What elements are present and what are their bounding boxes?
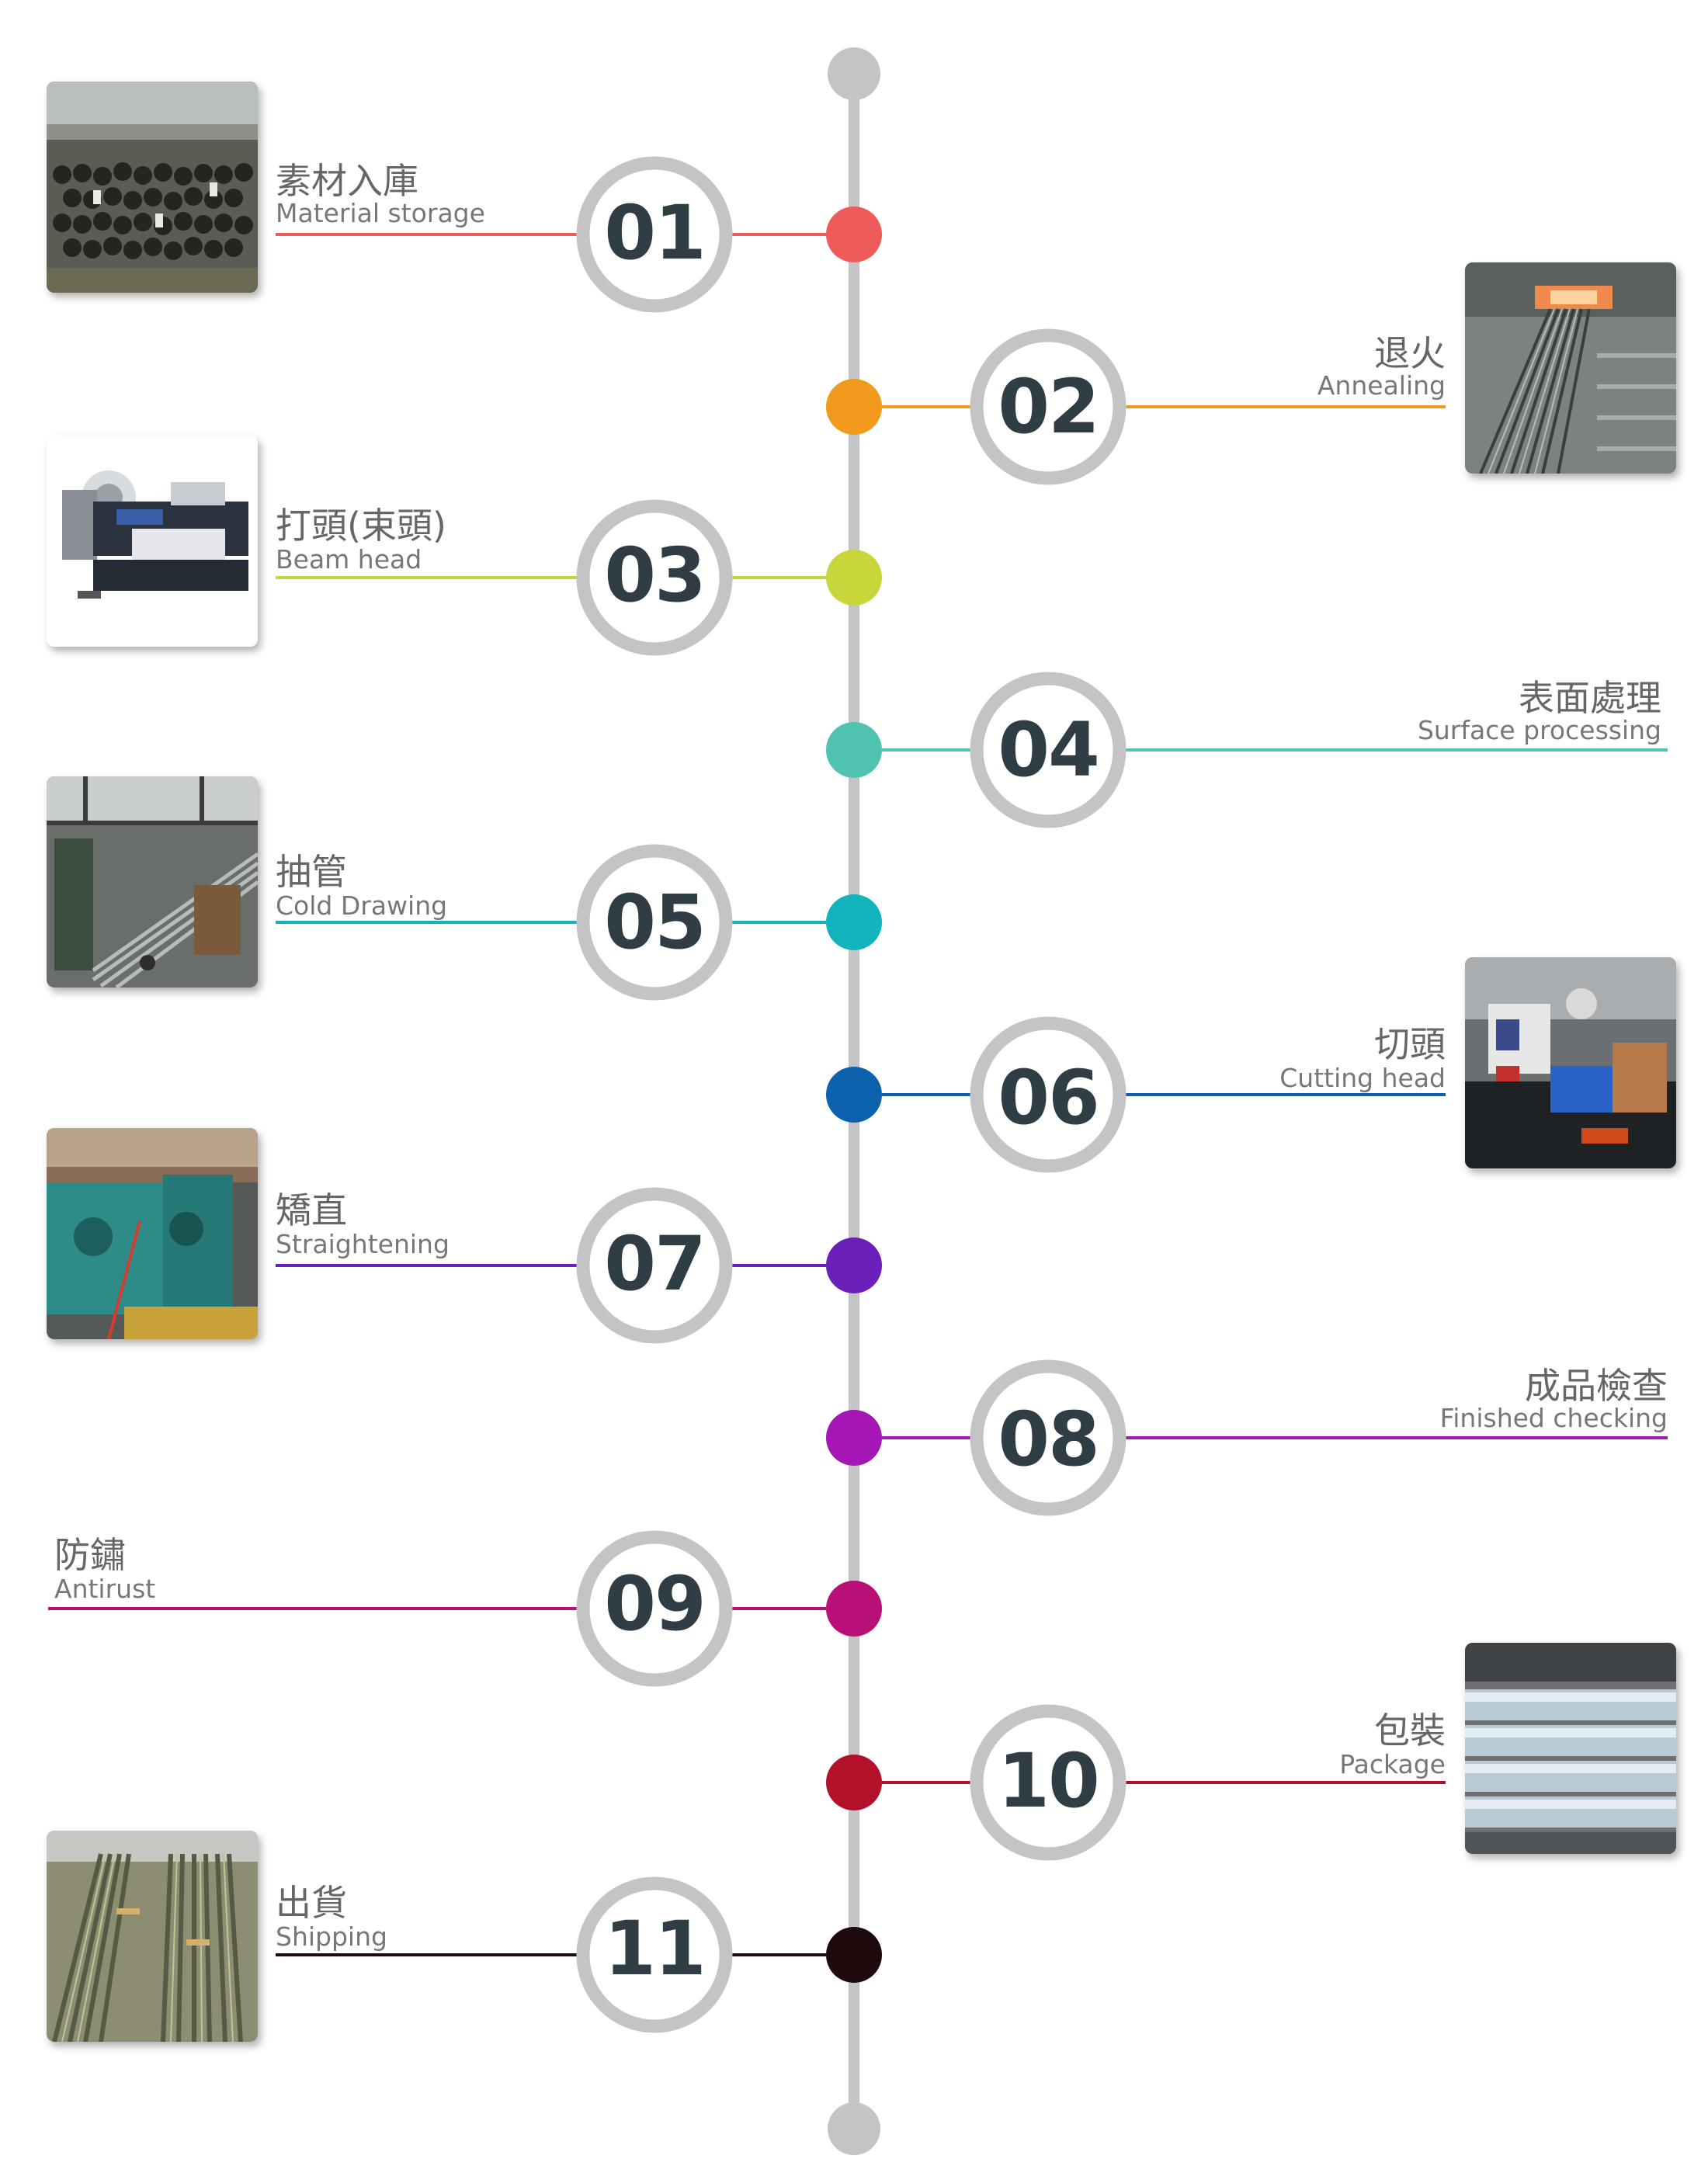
step-01-number: 01 (604, 189, 706, 276)
cold-drawing-photo (47, 776, 258, 988)
step-06-title-zh: 切頭 (1374, 1023, 1446, 1065)
straightening-machine-photo (47, 1128, 258, 1339)
step-03-title-zh: 打頭(束頭) (276, 505, 446, 547)
photo-step-07 (47, 1128, 258, 1339)
step-ring-09 (576, 1530, 733, 1687)
step-dot-10 (826, 1755, 882, 1810)
step-07-title-en: Straightening (276, 1229, 450, 1259)
step-dot-02 (826, 379, 882, 435)
step-dot-08 (826, 1410, 882, 1466)
step-dot-06 (826, 1067, 882, 1123)
step-04-number: 04 (998, 706, 1100, 793)
step-dot-04 (826, 722, 882, 778)
step-dot-03 (826, 550, 882, 606)
step-ring-05 (576, 844, 733, 1001)
step-06-number: 06 (998, 1054, 1100, 1141)
package-photo (1465, 1643, 1676, 1854)
photo-step-01 (47, 82, 258, 293)
photo-step-02 (1465, 262, 1676, 474)
step-06-title-en: Cutting head (1279, 1063, 1446, 1093)
step-01-title-en: Material storage (276, 198, 485, 228)
step-ring-04 (970, 672, 1127, 828)
warehouse-pipes-photo (47, 82, 258, 293)
timeline-end-cap (828, 2102, 880, 2155)
timeline-start-cap (828, 47, 880, 100)
step-07-number: 07 (604, 1220, 706, 1307)
step-05-number: 05 (604, 879, 706, 966)
step-02-title-zh: 退火 (1374, 332, 1446, 374)
step-03-title-en: Beam head (276, 544, 422, 575)
step-11-title-zh: 出貨 (276, 1882, 347, 1924)
step-07-title-zh: 矯直 (276, 1189, 347, 1231)
step-11-title-en: Shipping (276, 1921, 387, 1952)
step-04-title-en: Surface processing (1417, 715, 1661, 745)
step-11-number: 11 (604, 1905, 706, 1992)
shipping-pipes-photo (47, 1831, 258, 2042)
beam-head-machine-photo (47, 436, 258, 647)
step-09-title-zh: 防鏽 (54, 1534, 126, 1576)
step-dot-11 (826, 1927, 882, 1983)
step-ring-11 (576, 1876, 733, 2033)
step-ring-06 (970, 1016, 1127, 1173)
photo-step-10 (1465, 1643, 1676, 1854)
step-09-title-en: Antirust (54, 1574, 156, 1604)
photo-step-03 (47, 436, 258, 647)
step-08-number: 08 (998, 1396, 1100, 1483)
step-10-title-zh: 包裝 (1374, 1710, 1446, 1751)
step-dot-01 (826, 207, 882, 262)
step-01-title-zh: 素材入庫 (276, 160, 418, 202)
photo-step-06 (1465, 957, 1676, 1168)
step-dot-09 (826, 1581, 882, 1637)
step-ring-02 (970, 328, 1127, 485)
photo-step-11 (47, 1831, 258, 2042)
step-ring-08 (970, 1359, 1127, 1516)
step-ring-03 (576, 499, 733, 656)
step-08-title-en: Finished checking (1439, 1403, 1668, 1433)
cutting-head-photo (1465, 957, 1676, 1168)
step-02-number: 02 (998, 363, 1100, 450)
step-09-number: 09 (604, 1560, 706, 1647)
step-03-number: 03 (604, 532, 706, 619)
annealing-furnace-photo (1465, 262, 1676, 474)
step-10-number: 10 (998, 1737, 1100, 1824)
step-02-title-en: Annealing (1317, 370, 1446, 401)
step-05-title-zh: 抽管 (276, 851, 347, 893)
step-ring-10 (970, 1704, 1127, 1861)
step-04-title-zh: 表面處理 (1519, 677, 1661, 719)
photo-step-05 (47, 776, 258, 988)
step-10-title-en: Package (1339, 1749, 1446, 1779)
step-dot-05 (826, 894, 882, 950)
step-ring-01 (576, 156, 733, 313)
step-08-title-zh: 成品檢查 (1525, 1365, 1668, 1407)
step-dot-07 (826, 1238, 882, 1293)
step-05-title-en: Cold Drawing (276, 890, 448, 921)
step-ring-07 (576, 1187, 733, 1344)
